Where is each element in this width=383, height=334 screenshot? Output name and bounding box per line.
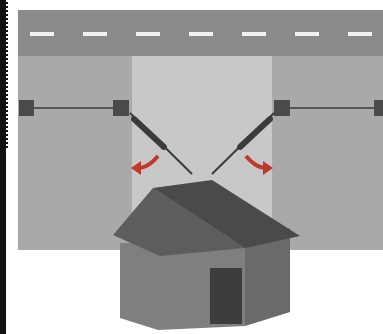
road-dash [83, 32, 107, 36]
house-side-wall [245, 228, 290, 326]
gate-arm-right [211, 112, 275, 175]
house-icon [113, 180, 300, 330]
edge-tick [0, 46, 8, 48]
left-frame-border [0, 0, 6, 334]
edge-tick [0, 66, 8, 68]
gate-post-right [274, 100, 290, 116]
fence-post-far-right [374, 100, 383, 116]
edge-tick [0, 14, 8, 16]
edge-tick [0, 106, 8, 108]
edge-tick [0, 62, 8, 64]
left-edge-tick-marks [0, 2, 8, 148]
house-roof-top [153, 180, 300, 248]
edge-tick [0, 90, 8, 92]
edge-tick [0, 102, 8, 104]
edge-tick [0, 18, 8, 20]
edge-tick [0, 38, 8, 40]
fence-post-far-left [19, 100, 34, 116]
road-dash [189, 32, 213, 36]
edge-tick [0, 118, 8, 120]
edge-tick [0, 58, 8, 60]
edge-tick [0, 138, 8, 140]
edge-tick [0, 30, 8, 32]
edge-tick [0, 70, 8, 72]
edge-tick [0, 142, 8, 144]
road-dash [348, 32, 372, 36]
swing-arrow-left [131, 154, 160, 175]
road-center-markings [30, 32, 372, 36]
edge-tick [0, 6, 8, 8]
edge-tick [0, 82, 8, 84]
edge-tick [0, 22, 8, 24]
road-dash [242, 32, 266, 36]
edge-tick [0, 134, 8, 136]
edge-tick [0, 130, 8, 132]
edge-tick [0, 50, 8, 52]
road-dash [295, 32, 319, 36]
edge-tick [0, 2, 8, 4]
edge-tick [0, 94, 8, 96]
edge-tick [0, 110, 8, 112]
edge-tick [0, 86, 8, 88]
edge-tick [0, 98, 8, 100]
edge-tick [0, 34, 8, 36]
swing-arrow-right [244, 154, 273, 175]
road-dash [136, 32, 160, 36]
gate-arm-left [129, 112, 193, 175]
edge-tick [0, 54, 8, 56]
road-dash [30, 32, 54, 36]
frame-inner-white [6, 0, 11, 334]
edge-tick [0, 114, 8, 116]
edge-tick [0, 78, 8, 80]
house-door [210, 268, 242, 324]
edge-tick [0, 74, 8, 76]
house-roof-front [113, 188, 245, 256]
edge-tick [0, 126, 8, 128]
edge-tick [0, 146, 8, 148]
edge-tick [0, 26, 8, 28]
gate-post-left [113, 100, 129, 116]
edge-tick [0, 42, 8, 44]
edge-tick [0, 10, 8, 12]
edge-tick [0, 122, 8, 124]
